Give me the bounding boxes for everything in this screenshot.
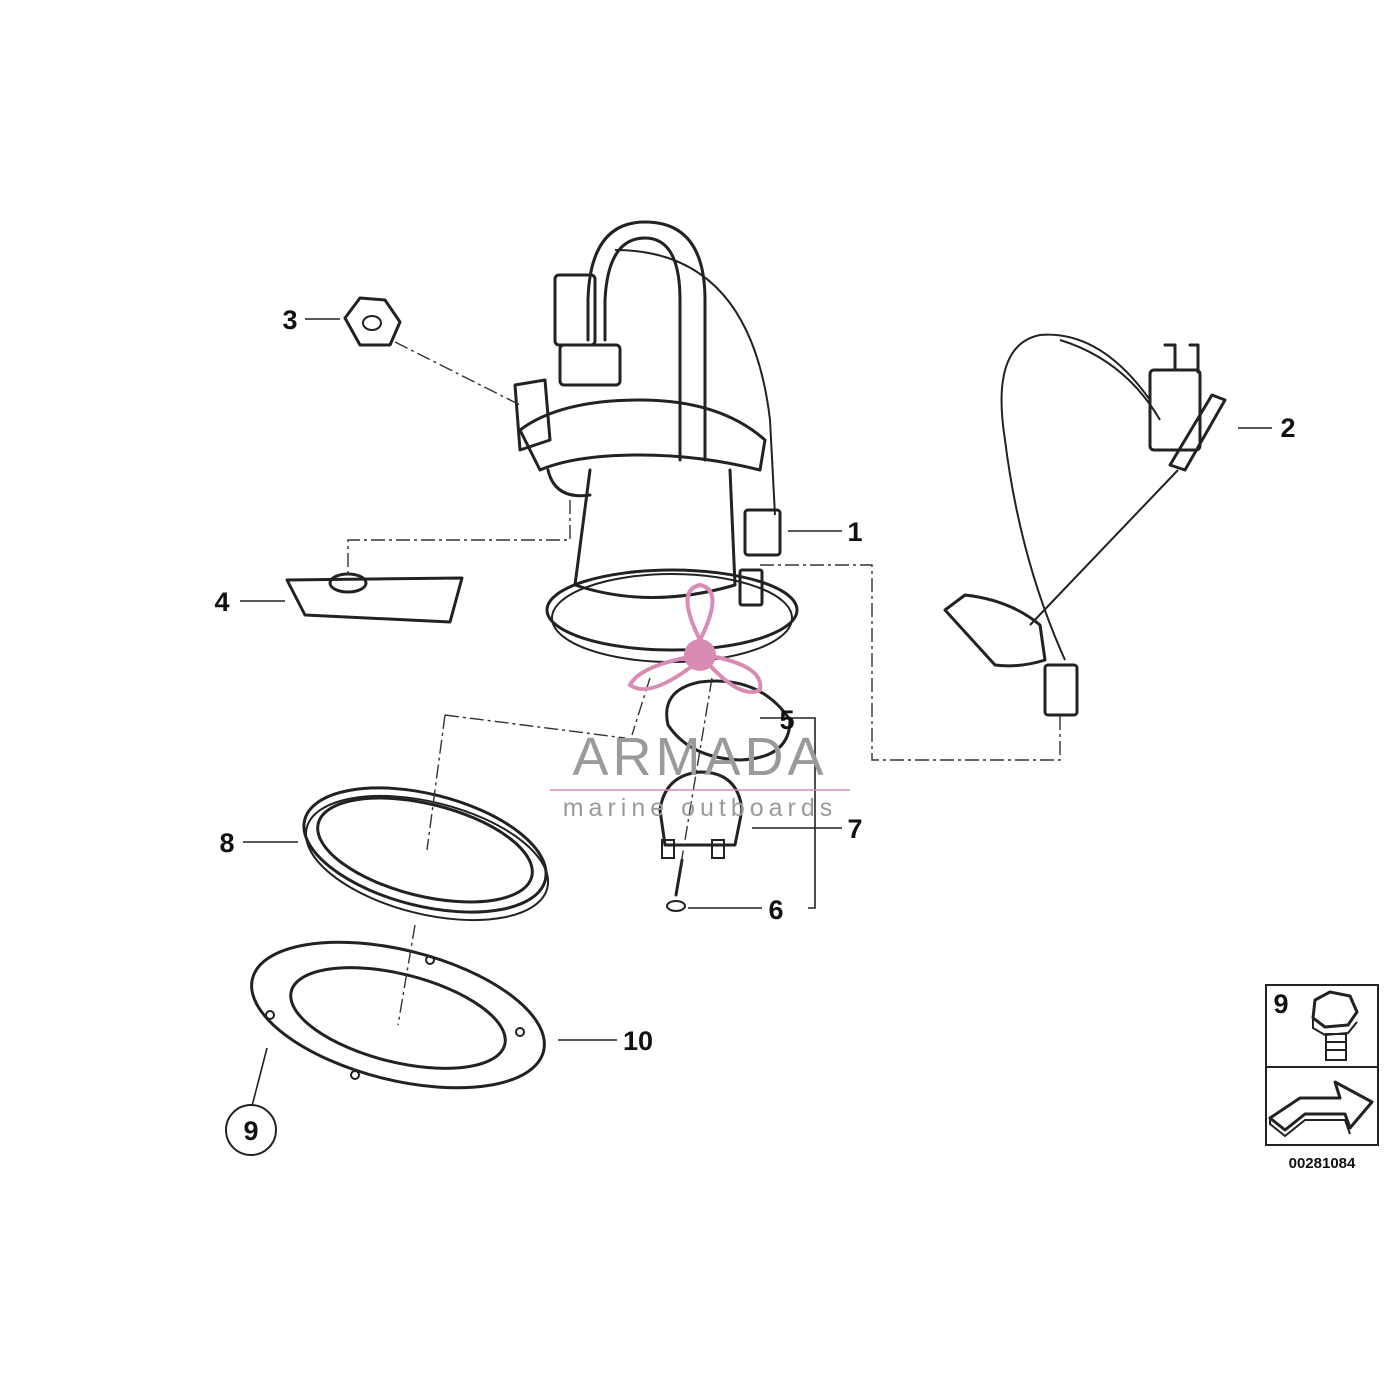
callout-5: 5: [779, 705, 794, 735]
callout-3: 3: [282, 305, 297, 335]
legend-box: 9 00281084: [1265, 984, 1379, 1172]
part-4-filter: [285, 572, 464, 624]
watermark-title: ARMADA: [572, 727, 827, 787]
arrow-icon: [1268, 1080, 1374, 1138]
part-1-fuel-pump-assembly: [513, 220, 799, 663]
callout-10: 10: [623, 1026, 653, 1056]
callouts: 1 2 3 4 5 6 7 8 9 10: [214, 305, 1296, 1156]
part-3-clip: [343, 296, 402, 347]
part-10-lock-ring: [250, 940, 546, 1090]
part-6-screw: [666, 858, 686, 912]
propeller-icon: [627, 582, 763, 694]
reference-number: 00281084: [1289, 1155, 1356, 1172]
leader-lines: [240, 318, 1272, 1107]
callout-8: 8: [219, 828, 234, 858]
part-2-level-sensor: [943, 333, 1227, 717]
legend-box-label: 9: [1273, 989, 1288, 1019]
part-5-gasket: [665, 679, 792, 762]
callout-1: 1: [847, 517, 862, 547]
callout-9: 9: [243, 1116, 258, 1146]
callout-6: 6: [768, 895, 783, 925]
callout-4: 4: [214, 587, 229, 617]
callout-9-circle: [225, 1104, 277, 1156]
bolt-icon: [1311, 990, 1359, 1061]
watermark: ARMADA marine outboards: [550, 582, 850, 822]
watermark-subtitle: marine outboards: [563, 794, 838, 822]
callout-7: 7: [847, 814, 862, 844]
callout-2: 2: [1280, 413, 1295, 443]
part-8-sealing-ring: [302, 786, 550, 922]
